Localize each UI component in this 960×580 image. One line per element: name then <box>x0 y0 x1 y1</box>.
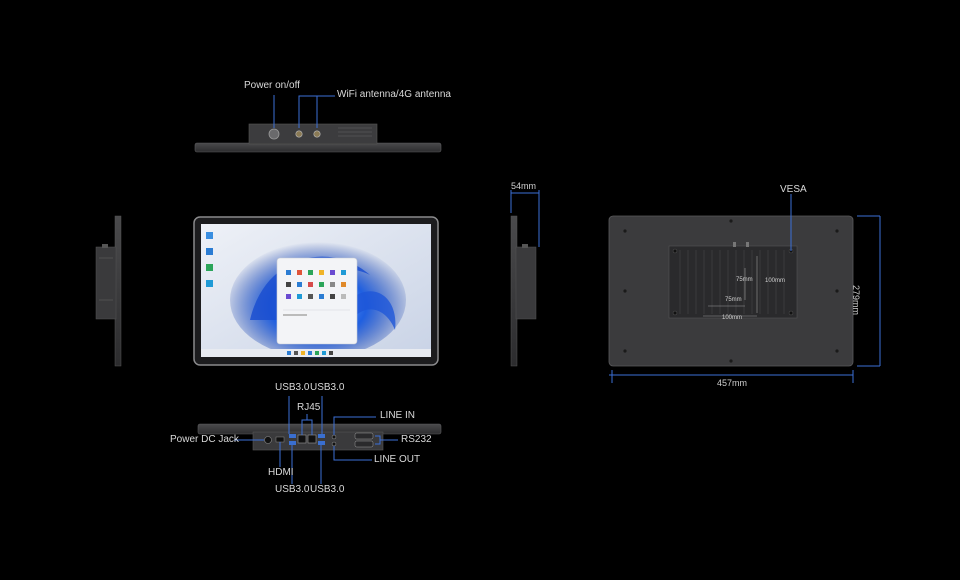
vesa-inner-width-label: 75mm <box>725 297 742 303</box>
power-on-off-label: Power on/off <box>244 80 300 91</box>
vesa-outer-width-label: 100mm <box>722 315 743 321</box>
start-menu <box>276 257 358 345</box>
line-out-label: LINE OUT <box>374 454 421 465</box>
vesa-outer-height-label: 100mm <box>765 278 786 284</box>
depth-label: 54mm <box>511 181 537 191</box>
start-menu-icons <box>286 270 346 299</box>
taskbar-icons <box>287 351 333 355</box>
power-dc-jack-label: Power DC Jack <box>170 434 239 445</box>
rear-screws <box>623 219 839 363</box>
power-button <box>268 128 280 140</box>
top-view-bezel <box>194 142 442 153</box>
line-in-label: LINE IN <box>380 410 416 421</box>
wifi-antenna-label: WiFi antenna/4G antenna <box>337 89 451 100</box>
hdmi-port <box>275 436 285 443</box>
line-in-leader <box>333 416 376 435</box>
line-out-leader <box>333 446 372 461</box>
usb-top-left-label: USB3.0 <box>275 382 310 393</box>
antenna-port-1 <box>295 130 303 138</box>
antenna-leader-line <box>298 95 335 128</box>
line-out-jack <box>331 441 337 447</box>
top-view <box>194 95 442 153</box>
desktop-icons <box>206 232 213 287</box>
rs232-port-2 <box>354 440 374 448</box>
width-label: 457mm <box>717 378 748 388</box>
usb-bottom-left-label: USB3.0 <box>275 484 310 495</box>
vesa-inner-height-label: 75mm <box>736 277 753 283</box>
height-label: 279mm <box>851 285 861 316</box>
usb-port-3 <box>318 434 325 438</box>
rs232-label: RS232 <box>401 434 432 445</box>
usb-port-2 <box>289 441 296 445</box>
usb-port-1 <box>289 434 296 438</box>
hdmi-label: HDMI <box>268 467 294 478</box>
rj45-port-2 <box>307 434 317 444</box>
left-side-view <box>95 215 122 367</box>
top-view-housing <box>248 123 378 145</box>
front-view <box>193 216 439 366</box>
rj45-port-1 <box>297 434 307 444</box>
rs232-port-1 <box>354 432 374 440</box>
depth-side-housing <box>515 246 537 320</box>
usb-port-4 <box>318 441 325 445</box>
dc-jack <box>264 436 272 444</box>
rj45-label: RJ45 <box>297 402 321 413</box>
bottom-view <box>197 396 442 484</box>
line-in-jack <box>331 434 337 440</box>
rear-view <box>608 194 881 383</box>
depth-side-view <box>510 190 540 367</box>
bottom-ports <box>264 432 374 448</box>
usb-top-right-label: USB3.0 <box>310 382 345 393</box>
antenna-port-2 <box>313 130 321 138</box>
usb-bottom-right-label: USB3.0 <box>310 484 345 495</box>
vesa-label: VESA <box>780 184 807 195</box>
